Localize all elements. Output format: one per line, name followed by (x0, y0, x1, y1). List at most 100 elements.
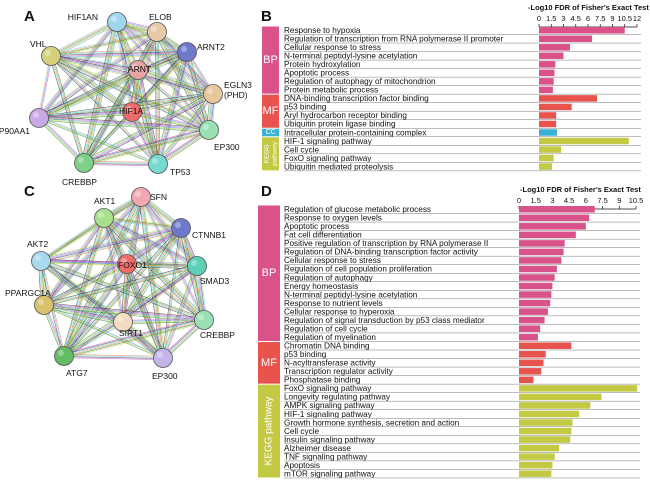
bar-apoptotic-process (539, 69, 555, 77)
edge-line (44, 265, 129, 308)
edge-line (161, 227, 181, 358)
term-label-insulin-signaling-pathway: Insulin signaling pathway (284, 435, 376, 444)
node-highlight (117, 316, 123, 322)
edge-line (126, 264, 197, 267)
edge-line (126, 263, 205, 321)
edge-line (39, 52, 188, 119)
edge-line (160, 52, 190, 165)
bar-mtor-signaling-pathway (519, 470, 552, 477)
node-highlight (33, 112, 39, 118)
bar-n-acyltransferase-activity (519, 359, 544, 367)
edge-line (41, 228, 182, 262)
edge-line (38, 118, 84, 164)
edge-line (39, 53, 188, 120)
edge-line (139, 197, 204, 321)
node-label-ppargc1a: PPARGC1A (5, 288, 51, 298)
edge-line (131, 92, 213, 112)
edge-line (127, 262, 198, 265)
panel-label-d: D (261, 183, 272, 200)
edge-line (84, 94, 214, 165)
edge-line (158, 31, 160, 164)
edge-line (141, 196, 206, 320)
edge-line (159, 52, 189, 165)
bar-regulation-of-dna-binding-transcription-factor-activity (519, 248, 564, 256)
edge-line (41, 260, 205, 320)
edge-line (64, 322, 205, 359)
node-label-hif1a: HIF1A (119, 106, 143, 116)
edge-line (122, 227, 181, 322)
edge-line (39, 112, 133, 119)
edge-line (132, 94, 214, 114)
term-label-cellular-response-to-hyperoxia: Cellular response to hyperoxia (284, 307, 395, 316)
edge-line (84, 95, 215, 166)
term-label-longevity-regulating-pathway: Longevity regulating pathway (284, 393, 391, 402)
bar-p53-binding (539, 103, 572, 111)
node-arnt (128, 60, 148, 80)
edge-line (38, 118, 158, 166)
bar-intracellular-protein-containing-complex (539, 129, 557, 136)
node-label-sirt1: SIRT1 (119, 328, 143, 338)
edge-line (155, 32, 213, 95)
node-highlight (58, 350, 64, 356)
bar-fat-cell-differentiation (519, 231, 576, 239)
term-label-response-to-nutrient-levels: Response to nutrient levels (284, 299, 383, 308)
tick-label: 7.5 (595, 14, 605, 23)
node-highlight (207, 88, 213, 94)
edge-line (41, 229, 182, 263)
nodes: SFNAKT1CTNNB1AKT2FOXO1SMAD3PPARGC1ASIRT1… (5, 187, 235, 381)
edge-line (39, 54, 189, 121)
edge-line (49, 19, 117, 55)
edge-line (41, 230, 182, 264)
term-label-cellular-response-to-stress: Cellular response to stress (284, 256, 381, 265)
bar-longevity-regulating-pathway (519, 393, 602, 401)
edge-line (40, 216, 104, 261)
node-sfn (131, 187, 151, 207)
edge-line (50, 31, 157, 56)
term-label-cell-cycle: Cell cycle (284, 427, 319, 436)
edge-line (140, 197, 197, 267)
term-label-cell-cycle: Cell cycle (284, 145, 319, 154)
term-label-protein-metabolic-process: Protein metabolic process (284, 86, 378, 95)
node-sirt1 (113, 312, 133, 332)
edge-line (132, 111, 210, 130)
node-label-egln3-phd: EGLN3(PHD) (224, 80, 252, 100)
edge-line (40, 261, 163, 359)
term-label-positive-regulation-of-transcription-by-rna-polymerase-ii: Positive regulation of transcription by … (284, 239, 488, 248)
edge-line (39, 70, 139, 120)
node-label-sfn: SFN (150, 192, 167, 202)
node-label-hif1an: HIF1AN (68, 12, 98, 22)
bar-transcription-regulator-activity (519, 368, 542, 375)
edge-line (41, 259, 128, 263)
category-bar-mf (258, 341, 280, 384)
bar-foxo-signaling-pathway (519, 385, 638, 392)
edge-line (63, 318, 204, 355)
tick-label: 4.5 (571, 14, 581, 23)
term-label-hif-1-signaling-pathway: HIF-1 signaling pathway (284, 137, 373, 146)
edge-line (127, 262, 205, 320)
node-highlight (98, 212, 104, 218)
term-label-regulation-of-dna-binding-transcription-factor-activity: Regulation of DNA-binding transcription … (284, 248, 479, 257)
node-crebbp (194, 310, 214, 330)
edge-line (159, 131, 211, 167)
edge-line (104, 216, 198, 266)
edge-line (43, 263, 128, 306)
edge-line (83, 92, 213, 163)
axis-title: -Log10 FDR of Fisher's Exact Test (520, 185, 641, 194)
term-label-ubiquitin-protein-ligase-binding: Ubiquitin protein ligase binding (284, 120, 396, 129)
node-akt1 (94, 208, 114, 228)
edge-line (137, 69, 159, 165)
edge-line (164, 266, 199, 359)
edge-line (127, 263, 198, 266)
edge-line (51, 53, 139, 69)
edge-line (104, 216, 182, 227)
edge-line (157, 129, 210, 165)
edge-line (103, 217, 124, 323)
edge-line (125, 264, 163, 359)
edge-line (50, 21, 118, 57)
edge-line (64, 228, 183, 358)
term-label-hif-1-signaling-pathway: HIF-1 signaling pathway (284, 410, 373, 419)
category-label-mf: MF (263, 105, 279, 117)
edge-line (137, 70, 213, 95)
bar-regulation-of-cell-population-proliferation (519, 265, 557, 273)
term-label-n-terminal-peptidyl-lysine-acetylation: N-terminal peptidyl-lysine acetylation (284, 52, 418, 61)
